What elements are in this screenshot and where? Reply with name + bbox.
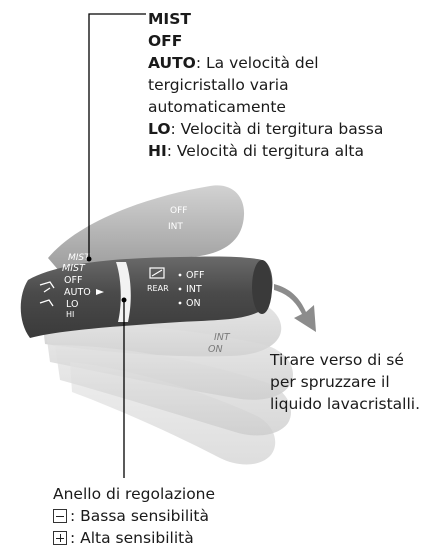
lever-int-label: INT (186, 284, 202, 295)
off-heading: OFF (148, 32, 183, 50)
lo-heading: LO (148, 120, 171, 138)
plus-box-icon (53, 531, 67, 545)
back-lever-int-label: INT (168, 222, 183, 232)
auto-heading: AUTO (148, 54, 196, 72)
ghost-lever-4 (70, 362, 276, 465)
lever-off-right-label: OFF (186, 270, 204, 281)
back-lever: OFF INT MIST (48, 185, 245, 272)
lever-lo-label: LO (66, 299, 78, 310)
ring-plus-row: : Alta sensibilità (53, 527, 215, 549)
lever-auto-label: AUTO (64, 287, 91, 298)
back-lever-mist-label: MIST (68, 253, 91, 263)
wiper-symbol-icon (39, 281, 55, 293)
washer-note-line-2: per spruzzare il (270, 373, 390, 391)
ghost-on-label: ON (208, 344, 223, 355)
ring-minus-desc: : Bassa sensibilità (70, 507, 210, 525)
wiper-modes-callout: MIST OFF AUTO: La velocità del tergicris… (148, 8, 383, 162)
mist-heading: MIST (148, 10, 191, 28)
minus-box-icon (53, 509, 67, 523)
washer-note: Tirare verso di sé per spruzzare il liqu… (270, 349, 420, 415)
hi-heading: HI (148, 142, 167, 160)
ring-plus-desc: : Alta sensibilità (70, 529, 194, 547)
lever-mist-label: MIST (62, 263, 86, 274)
top-callout-leader (88, 13, 146, 259)
ghost-int-label: INT (214, 332, 231, 343)
auto-desc-1: : La velocità del (195, 54, 319, 72)
pull-arrow-icon (274, 284, 316, 332)
washer-note-line-1: Tirare verso di sé (270, 351, 404, 369)
hi-desc: : Velocità di tergitura alta (166, 142, 364, 160)
lever-off-label: OFF (64, 275, 82, 286)
main-lever: MIST OFF AUTO LO HI REAR OFF INT ON (20, 256, 273, 338)
adjustment-ring-legend: Anello di regolazione : Bassa sensibilit… (53, 483, 215, 549)
lever-rear-label: REAR (147, 284, 169, 293)
lever-on-label: ON (186, 298, 201, 309)
auto-desc-3: automaticamente (148, 98, 286, 116)
back-lever-off-label: OFF (170, 206, 187, 216)
lo-desc: : Velocità di tergitura bassa (170, 120, 384, 138)
ring-title: Anello di regolazione (53, 485, 216, 503)
lever-end-cap (252, 260, 272, 314)
ring-minus-row: : Bassa sensibilità (53, 505, 215, 527)
auto-pointer-icon (96, 289, 104, 295)
wiper-symbol-icon-2 (39, 299, 54, 307)
washer-note-line-3: liquido lavacristalli. (270, 395, 421, 413)
adjustment-ring (116, 262, 131, 322)
rear-wiper-icon (149, 267, 165, 279)
auto-desc-2: tergicristallo varia (148, 76, 289, 94)
lever-hi-label: HI (66, 310, 74, 319)
